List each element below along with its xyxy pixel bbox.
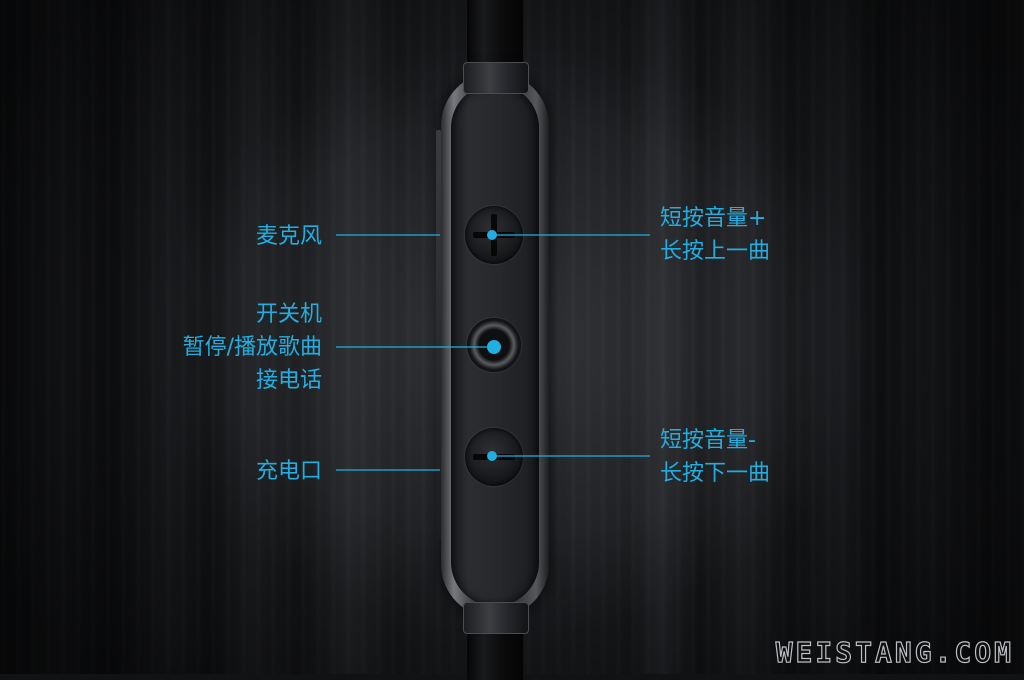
label-volume-down-line: 长按下一曲	[660, 461, 771, 486]
label-volume-up-line: 短按音量+	[660, 206, 767, 231]
cable-collar-bottom	[463, 602, 529, 634]
marker-dot-volume-up	[487, 230, 497, 240]
label-volume-down-line: 短按音量-	[660, 428, 756, 453]
cable-collar-top	[463, 62, 529, 94]
label-power: 开关机 暂停/播放歌曲 接电话	[160, 298, 322, 397]
marker-dot-volume-down	[487, 451, 497, 461]
label-microphone: 麦克风	[255, 224, 322, 249]
label-volume-down: 短按音量- 长按下一曲	[660, 424, 770, 490]
label-power-line: 开关机	[255, 302, 322, 327]
label-power-line: 暂停/播放歌曲	[182, 335, 322, 360]
remote-side-edge	[436, 130, 441, 540]
watermark: WEISTANG.COM	[775, 635, 1014, 669]
label-power-line: 接电话	[255, 368, 322, 393]
label-volume-up: 短按音量+ 长按上一曲	[660, 202, 770, 268]
label-charge-port: 充电口	[255, 459, 322, 484]
label-volume-up-line: 长按上一曲	[660, 239, 771, 264]
marker-dot-power	[487, 340, 501, 354]
